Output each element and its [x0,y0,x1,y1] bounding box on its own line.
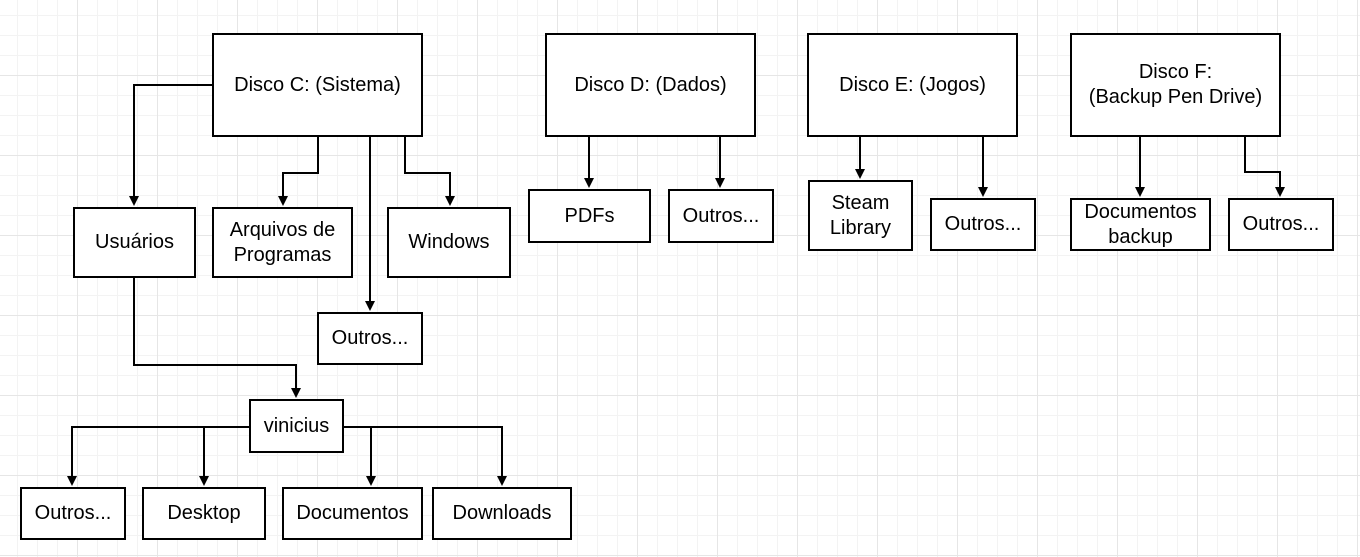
node-usuarios[interactable]: Usuários [73,207,196,278]
edge-c-usuarios[interactable] [129,84,212,206]
node-outros-e[interactable]: Outros... [930,198,1036,251]
edge-f-outros[interactable] [1244,137,1285,197]
edge-vinicius-downloads[interactable] [344,426,507,486]
edge-usuarios-vinicius[interactable] [133,277,301,398]
edge-c-windows[interactable] [404,137,455,206]
edge-vinicius-documentos[interactable] [344,426,376,486]
node-vinicius[interactable]: vinicius [249,399,344,453]
node-disco-c[interactable]: Disco C: (Sistema) [212,33,423,137]
node-outros-f[interactable]: Outros... [1228,198,1334,251]
edge-c-arquivos[interactable] [278,137,319,206]
edge-vinicius-outros[interactable] [67,426,249,486]
node-desktop[interactable]: Desktop [142,487,266,540]
node-outros-vinicius[interactable]: Outros... [20,487,126,540]
node-steam-library[interactable]: Steam Library [808,180,913,251]
node-disco-d[interactable]: Disco D: (Dados) [545,33,756,137]
node-disco-f[interactable]: Disco F: (Backup Pen Drive) [1070,33,1281,137]
node-outros-c[interactable]: Outros... [317,312,423,365]
node-outros-d[interactable]: Outros... [668,189,774,243]
node-windows[interactable]: Windows [387,207,511,278]
node-documentos-backup[interactable]: Documentos backup [1070,198,1211,251]
node-arquivos-de-programas[interactable]: Arquivos de Programas [212,207,353,278]
node-disco-e[interactable]: Disco E: (Jogos) [807,33,1018,137]
node-pdfs[interactable]: PDFs [528,189,651,243]
edge-vinicius-desktop[interactable] [199,426,249,486]
node-documentos[interactable]: Documentos [282,487,423,540]
node-downloads[interactable]: Downloads [432,487,572,540]
